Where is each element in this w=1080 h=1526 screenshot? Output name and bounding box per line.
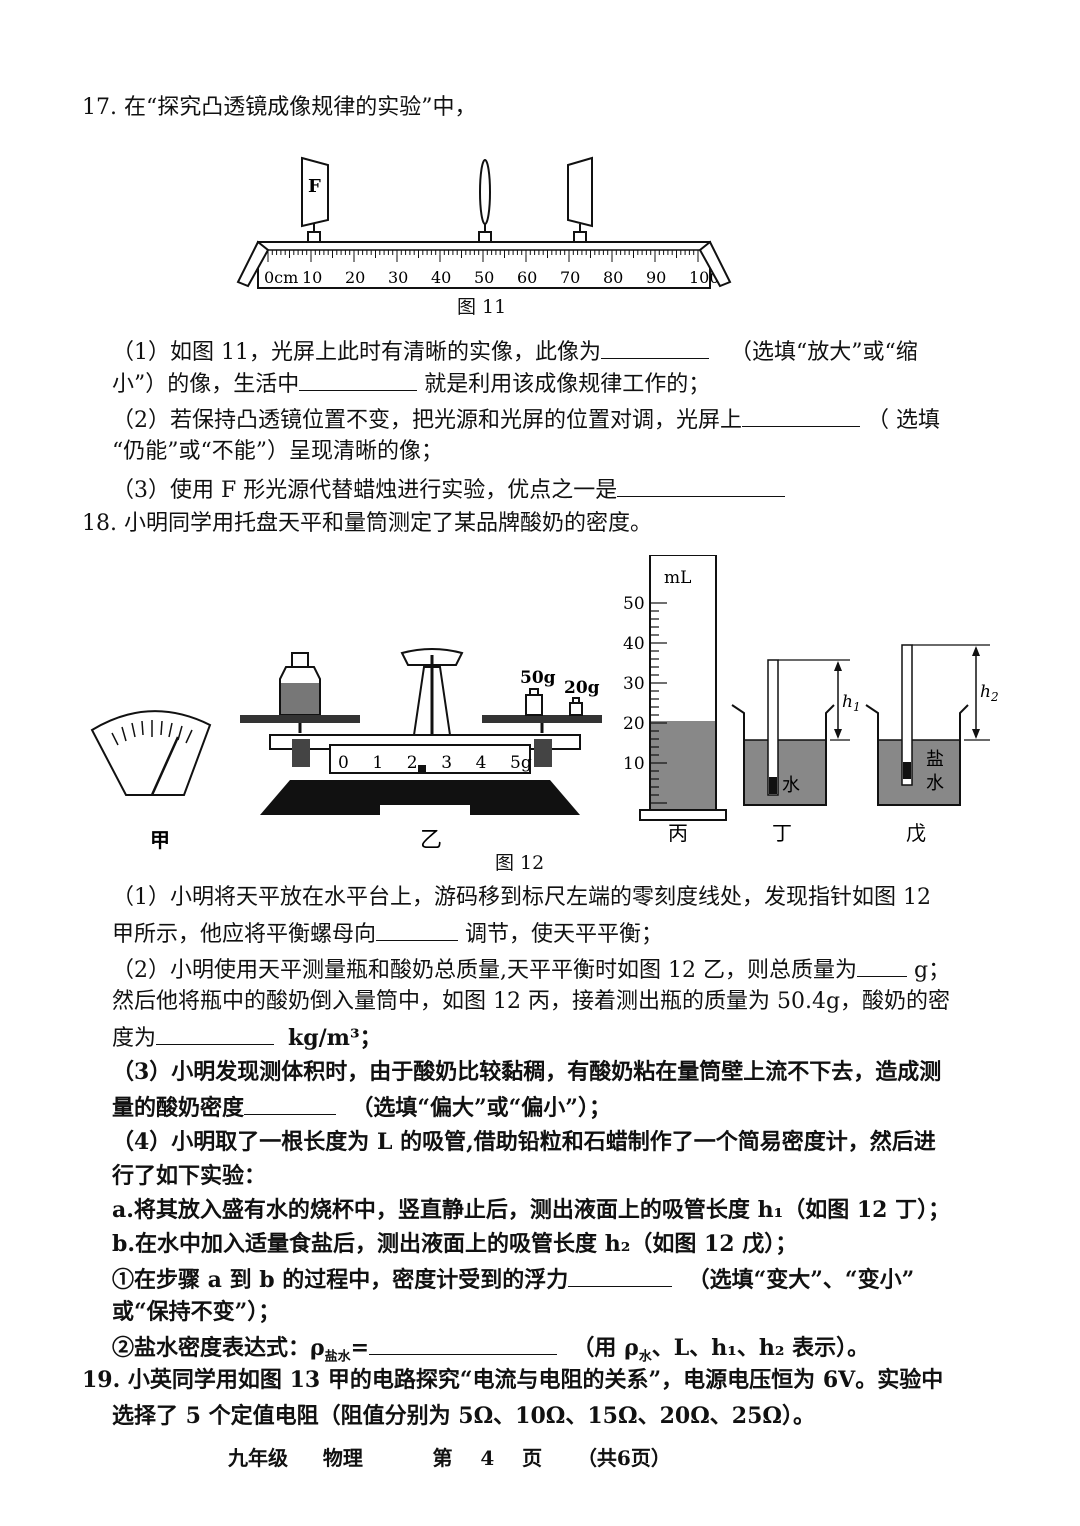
answer-blank-direction[interactable] [376, 916, 459, 941]
beam-label: 3 [441, 753, 452, 773]
q18-sub1-line2: 或“保持不变”）； [112, 1299, 281, 1325]
q18-part2-line2: 然后他将瓶中的酸奶倒入量筒中，如图 12 丙，接着测出瓶的质量为 50.4g，酸… [112, 989, 951, 1014]
cylinder-unit: mL [664, 568, 691, 588]
q17-part1-line2: 小”）的像，生活中 就是利用该成像规律工作的； [112, 366, 710, 401]
q18-part2-line1: （2）小明使用天平测量瓶和酸奶总质量,天平平衡时如图 12 乙，则总质量为 g； [112, 952, 950, 987]
answer-blank-total-mass[interactable] [856, 952, 907, 977]
answer-blank-bias[interactable] [244, 1090, 337, 1115]
footer-total: （共6页） [576, 1446, 671, 1470]
q18-part3-line1: （3）小明发现测体积时，由于酸奶比较黏稠，有酸奶粘在量筒壁上流不下去，造成测 [112, 1059, 942, 1085]
q18-step-a: a.将其放入盛有水的烧杯中，竖直静止后，测出液面上的吸管长度 h₁（如图 12 … [112, 1197, 951, 1223]
weight-50g: 50g [520, 668, 556, 688]
salt-water-label: 水 [926, 773, 944, 794]
ruler-label: 80 [603, 268, 623, 287]
beam-label: 0 [338, 753, 349, 773]
footer-grade: 九年级 [228, 1446, 288, 1470]
figure-12-caption: 图 12 [495, 852, 545, 874]
q17-part3: （3）使用 F 形光源代替蜡烛进行实验，优点之一是 [112, 472, 786, 507]
label-bing: 丙 [668, 821, 688, 845]
beam-label: 1 [372, 753, 383, 773]
answer-blank-buoyancy[interactable] [568, 1262, 673, 1287]
q19-line2: 选择了 5 个定值电阻（阻值分别为 5Ω、10Ω、15Ω、20Ω、25Ω）。 [112, 1403, 815, 1429]
footer-page-word1: 第 [432, 1446, 453, 1470]
q18-part4-line1: （4）小明取了一根长度为 L 的吸管,借助铅粒和石蜡制作了一个简易密度计，然后进 [112, 1129, 936, 1155]
balance-scale: 50g 20g 0 1 2 3 4 5g [240, 648, 602, 815]
pointer-dial [90, 710, 212, 796]
ruler-label: 60 [517, 268, 537, 287]
q18-title: 18. 小明同学用托盘天平和量筒测定了某品牌酸奶的密度。 [82, 511, 652, 536]
footer-page-num: 4 [480, 1446, 495, 1470]
ruler-label: 30 [388, 268, 408, 287]
answer-blank-application[interactable] [299, 366, 418, 391]
measuring-cylinder: mL 50 40 30 20 10 [623, 555, 727, 821]
ruler-label: 0cm [264, 268, 298, 287]
q18-step-b: b.在水中加入适量食盐后，测出液面上的吸管长度 h₂（如图 12 戊）； [112, 1231, 798, 1257]
q18-part4-line2: 行了如下实验： [112, 1163, 267, 1189]
figure-11-caption: 图 11 [457, 296, 507, 318]
ruler-label: 50 [474, 268, 494, 287]
cylinder-label: 50 [623, 594, 645, 614]
q17-title: 17. 在“探究凸透镜成像规律的实验”中， [82, 95, 477, 120]
beaker-salt-water: 盐 水 h2 [865, 644, 999, 806]
source-letter: F [308, 176, 321, 197]
figure-12: 甲 50g 20g 0 1 2 3 4 5g 乙 [90, 555, 999, 853]
beam-label: 4 [476, 753, 487, 773]
q18-part3-line2: 量的酸奶密度 （选填“偏大”或“偏小”）； [112, 1090, 611, 1124]
answer-blank-salt-density[interactable] [369, 1330, 558, 1355]
label-jia: 甲 [150, 828, 170, 852]
h2-label: h2 [980, 682, 999, 704]
ruler-label: 20 [345, 268, 365, 287]
cylinder-label: 30 [623, 674, 645, 694]
ruler-label: 70 [560, 268, 580, 287]
label-yi: 乙 [420, 828, 442, 853]
salt-label: 盐 [926, 749, 944, 770]
ruler-label: 40 [431, 268, 451, 287]
answer-blank-swap[interactable] [742, 402, 860, 427]
answer-blank-density[interactable] [156, 1020, 275, 1045]
q19-line1: 19. 小英同学用如图 13 甲的电路探究“电流与电阻的关系”，电源电压恒为 6… [82, 1367, 944, 1393]
q18-part1-line1: （1）小明将天平放在水平台上，游码移到标尺左端的零刻度线处，发现指针如图 12 [112, 885, 931, 910]
q17-part2-line2: “仍能”或“不能”）呈现清晰的像； [112, 439, 443, 464]
ruler-label: 10 [302, 268, 322, 287]
beaker-water: 水 h1 [731, 659, 861, 806]
cylinder-label: 10 [623, 754, 645, 774]
footer: 九年级 物理 第 4 页 （共6页） [228, 1442, 671, 1474]
q18-part2-line3: 度为 kg/m³； [112, 1020, 382, 1055]
answer-blank-image-type[interactable] [601, 334, 709, 359]
cylinder-label: 20 [623, 714, 645, 734]
label-wu: 戊 [906, 821, 926, 845]
weight-20g: 20g [564, 678, 600, 698]
footer-subject: 物理 [322, 1446, 363, 1470]
footer-page-word2: 页 [522, 1446, 543, 1470]
cylinder-label: 40 [623, 634, 645, 654]
q17-part1-line1: （1）如图 11，光屏上此时有清晰的实像，此像为 （选填“放大”或“缩 [112, 334, 918, 369]
h1-label: h1 [842, 692, 861, 714]
q18-sub2: ②盐水密度表达式：ρ盐水= （用 ρ水、L、h₁、h₂ 表示）。 [112, 1330, 869, 1373]
answer-blank-advantage[interactable] [617, 472, 786, 497]
ruler-label: 90 [646, 268, 666, 287]
beam-label: 5g [510, 753, 532, 773]
q17-part2-line1: （2）若保持凸透镜位置不变，把光源和光屏的位置对调，光屏上 （ 选填 [112, 402, 940, 437]
q18-sub1-line1: ①在步骤 a 到 b 的过程中，密度计受到的浮力 （选填“变大”、“变小” [112, 1262, 914, 1296]
beam-label: 2 [407, 753, 418, 773]
water-label: 水 [782, 775, 800, 796]
label-ding: 丁 [772, 821, 792, 845]
q18-part1-line2: 甲所示，他应将平衡螺母向 调节，使天平平衡； [112, 916, 663, 951]
